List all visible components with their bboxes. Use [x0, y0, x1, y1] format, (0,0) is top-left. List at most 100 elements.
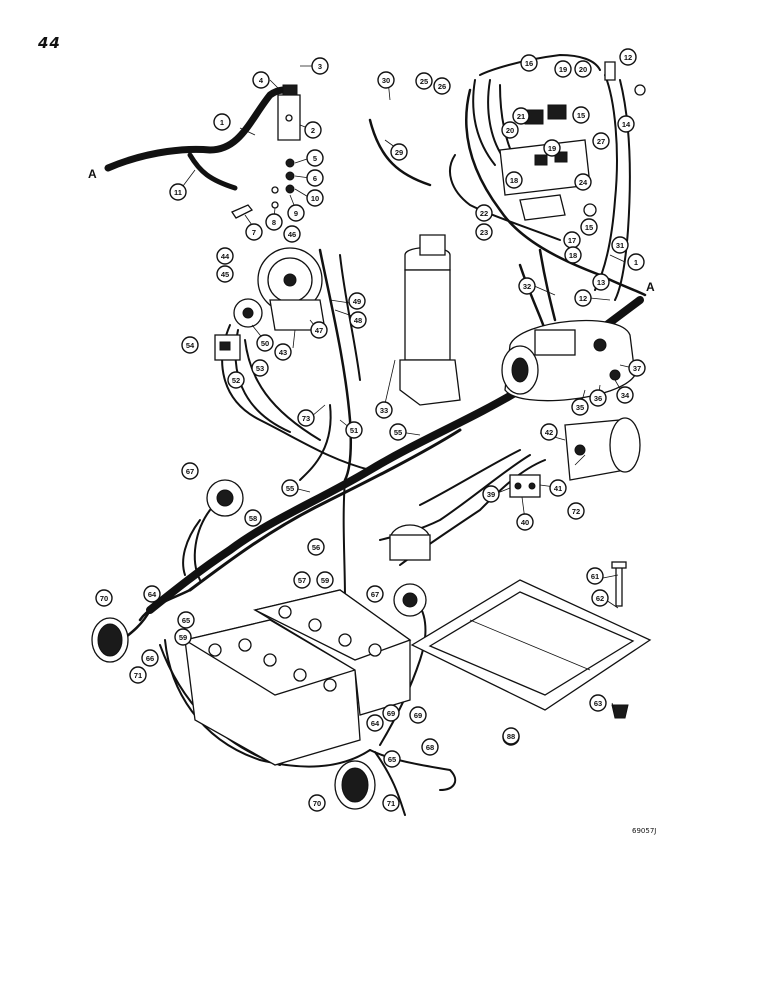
callout-number: 18: [569, 251, 577, 260]
callout-24: 24: [574, 173, 592, 191]
callout-circle: [571, 398, 589, 416]
callout-circle: [627, 253, 645, 271]
callout-69: 69: [409, 706, 427, 724]
callout-circle: [617, 115, 635, 133]
callout-circle: [287, 204, 305, 222]
callout-65: 65: [177, 611, 195, 629]
callout-number: 72: [572, 507, 580, 516]
callout-circle: [574, 173, 592, 191]
callout-73: 73: [297, 409, 315, 427]
callout-54: 54: [181, 336, 199, 354]
callout-3: 3: [311, 57, 329, 75]
callout-group: 1234567891011121314151516171818191920202…: [95, 48, 646, 812]
callout-number: 64: [148, 590, 157, 599]
callout-43: 43: [274, 343, 292, 361]
callout-number: 44: [221, 252, 230, 261]
callout-number: 19: [559, 65, 567, 74]
callout-number: 66: [146, 654, 154, 663]
callout-circle: [475, 204, 493, 222]
callout-circle: [306, 149, 324, 167]
callout-51: 51: [345, 421, 363, 439]
callout-59: 59: [174, 628, 192, 646]
callout-56: 56: [307, 538, 325, 556]
callout-circle: [518, 277, 536, 295]
callout-12: 12: [574, 289, 592, 307]
callout-number: 32: [523, 282, 531, 291]
callout-16: 16: [520, 54, 538, 72]
callout-number: 31: [616, 241, 624, 250]
horn-left: [206, 479, 244, 517]
callout-number: 37: [633, 364, 641, 373]
callout-circle: [174, 628, 192, 646]
callout-number: 16: [525, 59, 533, 68]
callout-39: 39: [482, 485, 500, 503]
callout-number: 6: [313, 174, 317, 183]
battery-hold-down-frame: [410, 579, 652, 711]
callout-circle: [382, 794, 400, 812]
callout-number: 22: [480, 209, 488, 218]
callout-number: 45: [221, 270, 229, 279]
work-light-left: [91, 617, 129, 663]
callout-circle: [141, 649, 159, 667]
callout-circle: [375, 401, 393, 419]
callout-circle: [475, 223, 493, 241]
callout-number: 70: [100, 594, 108, 603]
callout-27: 27: [592, 132, 610, 150]
callout-45: 45: [216, 265, 234, 283]
work-light-right: [334, 760, 376, 810]
callout-number: 4: [259, 76, 264, 85]
callout-circle: [433, 77, 451, 95]
callout-88: 88: [502, 727, 520, 745]
callout-circle: [586, 567, 604, 585]
callout-70: 70: [95, 589, 113, 607]
callout-58: 58: [244, 509, 262, 527]
callout-circle: [574, 60, 592, 78]
callout-18: 18: [564, 246, 582, 264]
callout-number: 36: [594, 394, 602, 403]
callout-26: 26: [433, 77, 451, 95]
callout-number: 13: [597, 278, 605, 287]
callout-circle: [382, 704, 400, 722]
callout-number: 26: [438, 82, 446, 91]
solenoid: [509, 474, 541, 498]
callout-circle: [177, 611, 195, 629]
callout-circle: [181, 462, 199, 480]
callout-number: 69: [387, 709, 395, 718]
callout-number: 15: [585, 223, 593, 232]
callout-33: 33: [375, 401, 393, 419]
callout-number: 25: [420, 77, 428, 86]
callout-number: 48: [354, 316, 362, 325]
callout-circle: [616, 386, 634, 404]
callout-number: 69: [414, 711, 422, 720]
callout-number: 43: [279, 348, 287, 357]
starter-motor: [501, 319, 636, 402]
callout-circle: [227, 371, 245, 389]
callout-number: 27: [597, 137, 605, 146]
callout-number: 9: [294, 209, 298, 218]
callout-49: 49: [348, 292, 366, 310]
callout-11: 11: [169, 183, 187, 201]
callout-number: 12: [579, 294, 587, 303]
callout-57: 57: [293, 571, 311, 589]
callout-circle: [409, 706, 427, 724]
callout-25: 25: [415, 72, 433, 90]
figure-code: 69057J: [632, 827, 657, 835]
callout-circle: [502, 727, 520, 745]
callout-number: 57: [298, 576, 306, 585]
callout-number: 23: [480, 228, 488, 237]
callout-circle: [304, 121, 322, 139]
callout-circle: [540, 423, 558, 441]
callout-59: 59: [316, 571, 334, 589]
callout-number: 59: [321, 576, 329, 585]
callout-number: 70: [313, 799, 321, 808]
callout-circle: [390, 143, 408, 161]
callout-29: 29: [390, 143, 408, 161]
callout-circle: [421, 738, 439, 756]
callout-55: 55: [281, 479, 299, 497]
callout-circle: [580, 218, 598, 236]
callout-circle: [311, 57, 329, 75]
callout-64: 64: [143, 585, 161, 603]
callout-19: 19: [554, 60, 572, 78]
callout-number: 64: [371, 719, 380, 728]
callout-circle: [252, 71, 270, 89]
